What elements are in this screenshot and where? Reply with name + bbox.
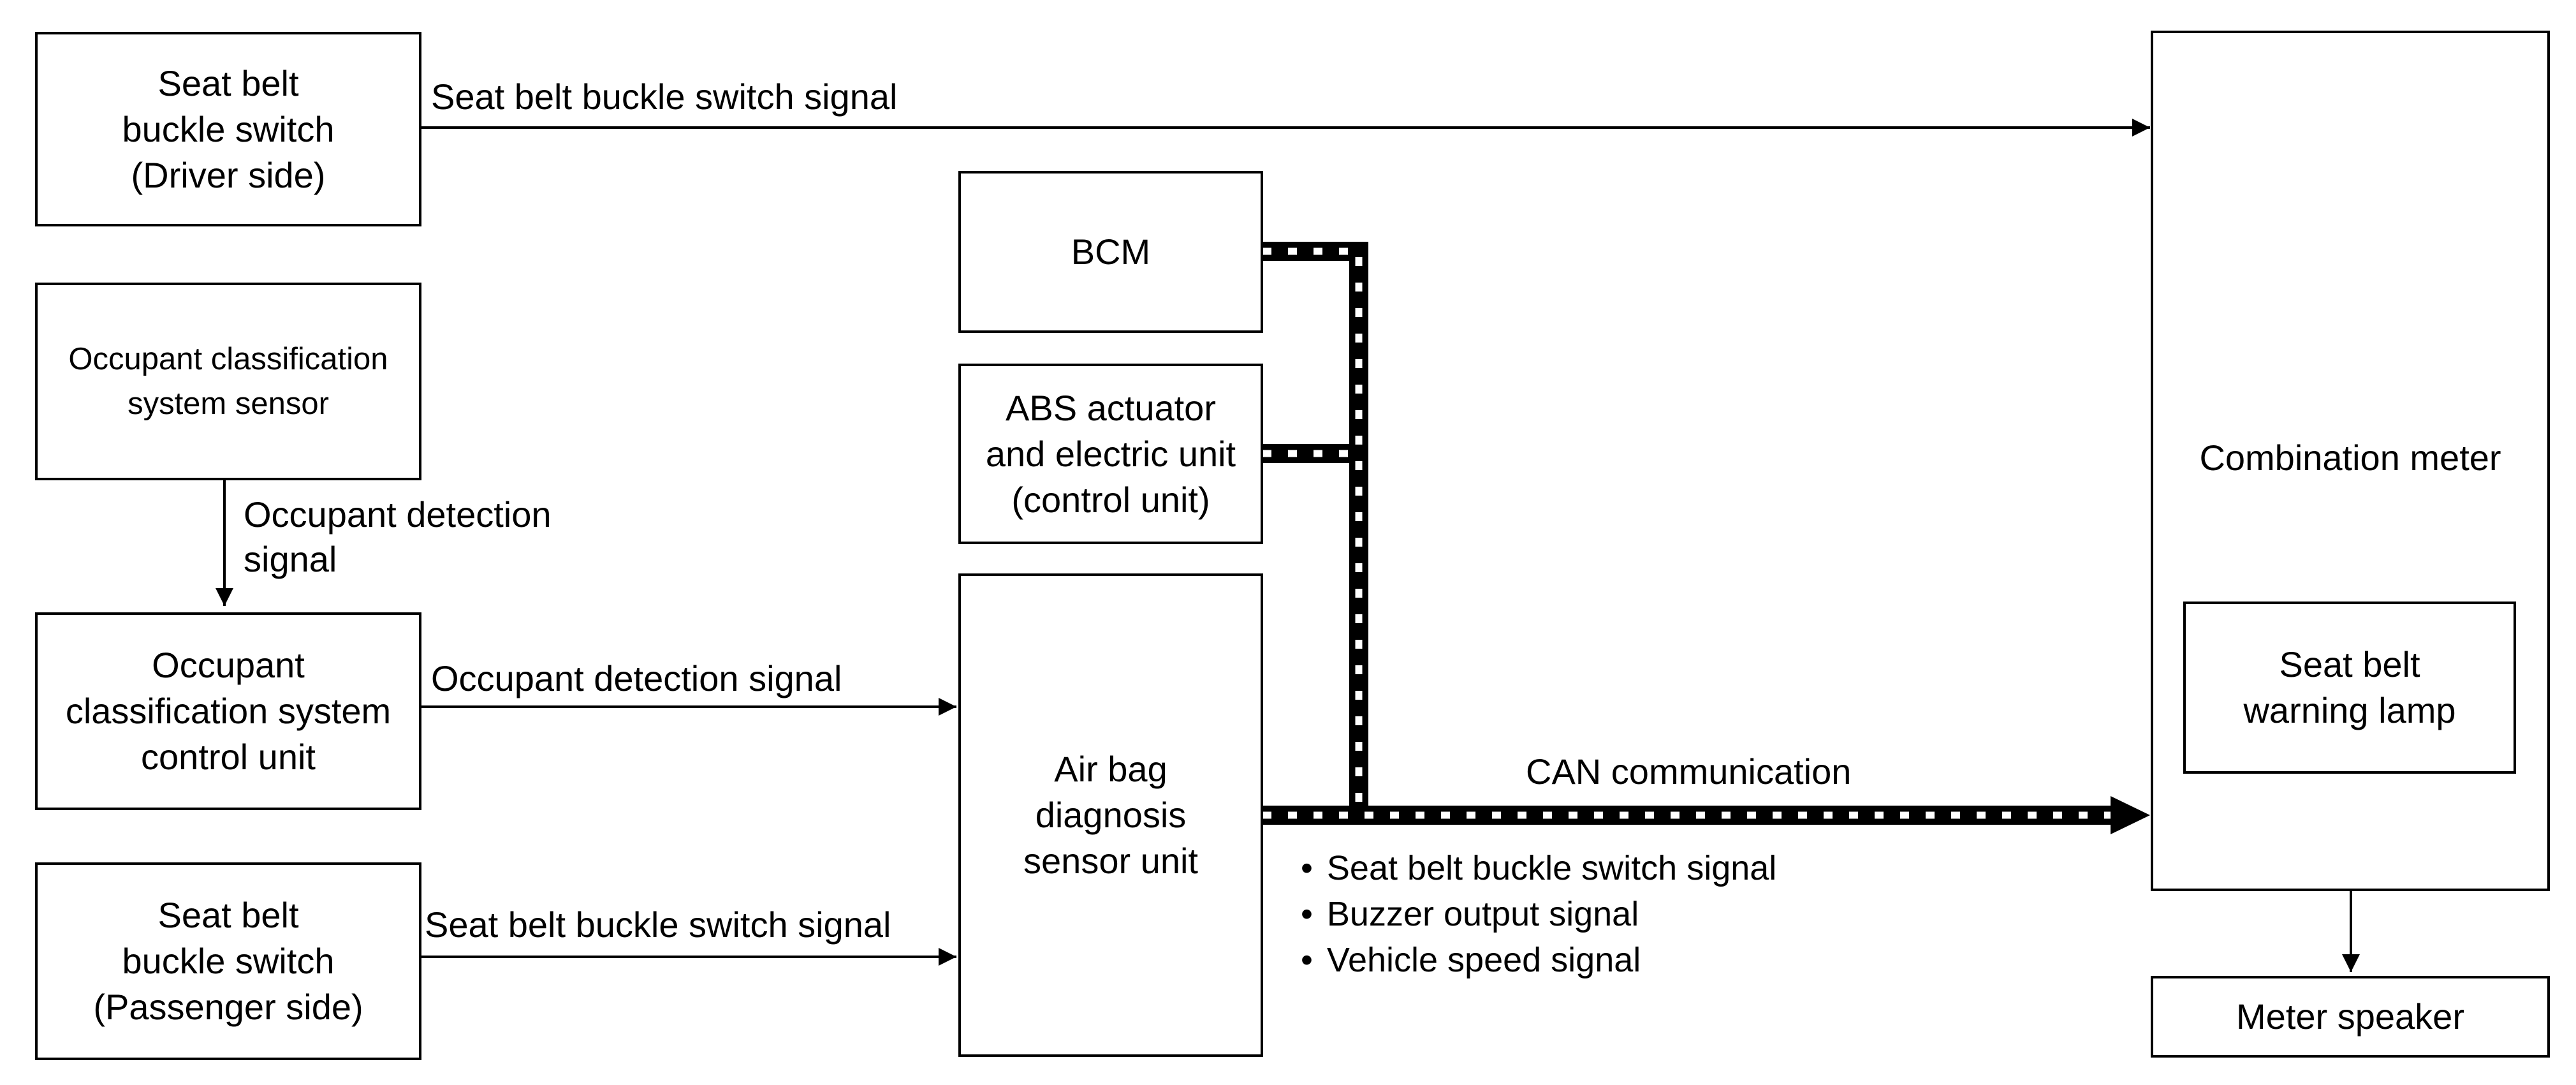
passenger-buckle-signal-label: Seat belt buckle switch signal xyxy=(425,904,891,945)
can-bus xyxy=(1262,242,2150,834)
seat-belt-warning-lamp: Seat belt warning lamp xyxy=(2183,602,2516,774)
seat-belt-buckle-switch-driver: Seat belt buckle switch (Driver side) xyxy=(35,32,421,226)
air-bag-diagnosis-sensor-unit: Air bag diagnosis sensor unit xyxy=(958,573,1263,1057)
occupant-classification-system-sensor: Occupant classification system sensor xyxy=(35,283,421,480)
can-bus-arrowhead xyxy=(2111,796,2150,834)
occupant-detection-vertical-label: Occupant detection signal xyxy=(244,494,552,579)
bcm: BCM xyxy=(958,171,1263,333)
occupant-classification-system-control-unit: Occupant classification system control u… xyxy=(35,612,421,810)
can-signal-item: Buzzer output signal xyxy=(1301,891,1776,937)
can-communication-label: CAN communication xyxy=(1526,751,1852,792)
can-signal-item: Vehicle speed signal xyxy=(1301,937,1776,983)
occupant-detection-signal-label: Occupant detection signal xyxy=(431,658,842,698)
meter-speaker: Meter speaker xyxy=(2151,976,2550,1058)
driver-buckle-signal-label: Seat belt buckle switch signal xyxy=(431,77,898,117)
can-signal-item: Seat belt buckle switch signal xyxy=(1301,845,1776,891)
abs-actuator-and-electric-unit: ABS actuator and electric unit (control … xyxy=(958,364,1263,544)
seat-belt-buckle-switch-passenger: Seat belt buckle switch (Passenger side) xyxy=(35,862,421,1060)
can-signal-list: Seat belt buckle switch signal Buzzer ou… xyxy=(1301,845,1776,983)
